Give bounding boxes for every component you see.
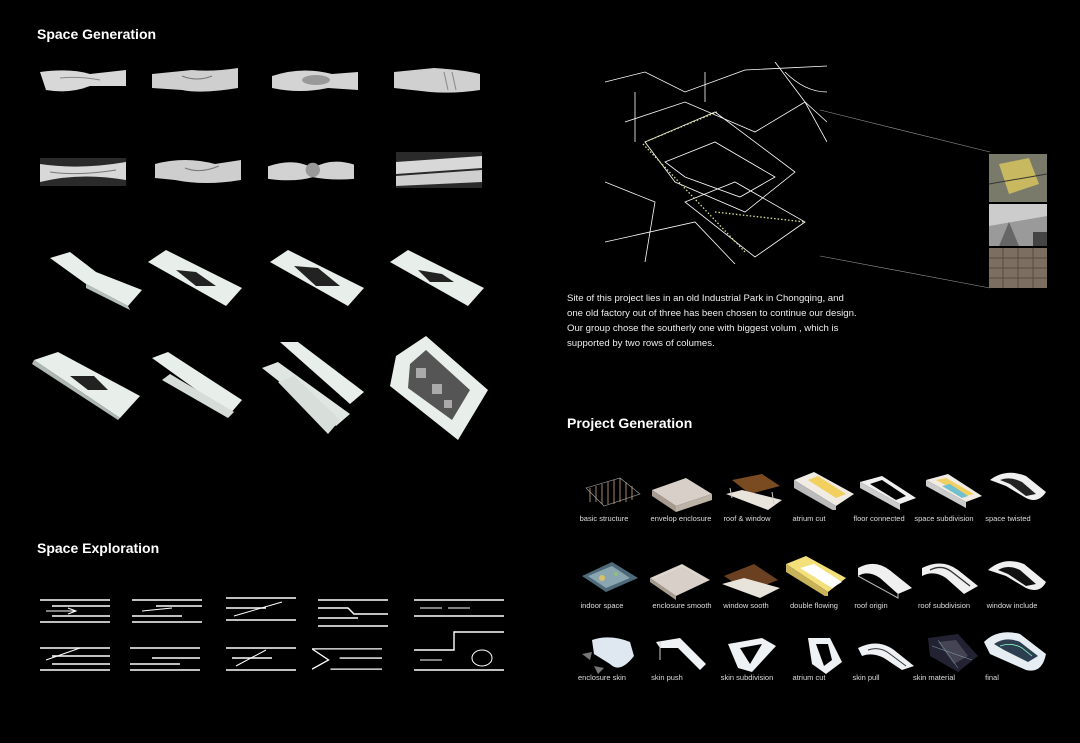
caption: floor connected	[853, 514, 905, 523]
gen-model-enclosure-smooth	[648, 560, 712, 602]
gen-model-basic-structure	[580, 472, 644, 514]
description-line: one old factory out of three has been ch…	[567, 308, 857, 319]
gen-model-space-subdivision	[922, 470, 986, 512]
caption: roof subdivision	[917, 601, 971, 610]
gen-model-atrium-cut	[792, 468, 856, 510]
exploration-diagram	[132, 596, 202, 626]
site-description: Site of this project lies in an old Indu…	[567, 291, 887, 351]
description-line: supported by two rows of columes.	[567, 338, 715, 349]
gen-model-enclosure-skin	[580, 634, 644, 676]
caption: enclosure smooth	[652, 601, 712, 610]
project-generation-title: Project Generation	[567, 415, 693, 431]
gen-model-floor-connected	[856, 472, 920, 514]
gen-model-atrium-cut-skin	[792, 634, 856, 676]
gen-model-skin-push	[650, 634, 714, 676]
caption: basic structure	[579, 514, 629, 523]
space-exploration-title: Space Exploration	[37, 540, 160, 556]
gen-model-double-flowing	[784, 554, 848, 596]
caption: atrium cut	[792, 514, 826, 523]
site-photo	[989, 248, 1047, 288]
gen-model-roof-origin	[852, 558, 916, 600]
caption: skin material	[912, 673, 956, 682]
hand-photo	[394, 64, 480, 96]
caption: atrium cut	[792, 673, 826, 682]
slab-model	[388, 248, 488, 308]
slab-model	[146, 248, 246, 308]
caption: skin subdivision	[720, 673, 774, 682]
exploration-diagram	[414, 596, 510, 626]
slab-model	[32, 350, 144, 420]
exploration-diagram	[40, 644, 110, 674]
exploration-diagram	[40, 596, 110, 626]
site-plan-map	[604, 61, 828, 265]
caption: roof & window	[723, 514, 771, 523]
slab-model	[258, 340, 368, 436]
hand-photo	[268, 152, 354, 186]
gen-model-window-include	[984, 556, 1048, 598]
hand-photo	[40, 64, 126, 96]
hand-photo	[396, 152, 482, 188]
gen-model-roof-subdivision	[918, 558, 982, 600]
caption: enclosure skin	[578, 673, 626, 682]
gen-model-skin-material	[918, 632, 982, 674]
gen-model-skin-subdivision	[722, 634, 786, 676]
caption: window sooth	[723, 601, 769, 610]
hand-photo	[152, 64, 238, 96]
caption: envelop enclosure	[650, 514, 712, 523]
site-photo	[989, 204, 1047, 246]
exploration-diagram	[318, 596, 388, 630]
gen-model-final	[982, 628, 1048, 676]
site-photo	[988, 154, 1048, 202]
caption: final	[985, 673, 999, 682]
caption: space subdivision	[914, 514, 974, 523]
slab-model	[268, 248, 368, 308]
exploration-diagram	[312, 644, 382, 674]
gen-model-roof-window	[722, 470, 786, 512]
exploration-diagram	[414, 628, 510, 678]
caption: skin pull	[852, 673, 880, 682]
exploration-diagram	[226, 594, 296, 624]
gen-model-skin-pull	[854, 634, 918, 676]
gen-model-space-twisted	[986, 468, 1050, 510]
slab-model	[150, 350, 244, 420]
gen-model-indoor-space	[578, 558, 642, 600]
caption: double flowing	[790, 601, 838, 610]
hand-photo	[272, 64, 358, 96]
caption: skin push	[651, 673, 683, 682]
final-space-model	[386, 334, 490, 442]
caption: space twisted	[985, 514, 1031, 523]
gen-model-window-sooth	[718, 558, 782, 600]
caption: window include	[986, 601, 1038, 610]
slab-model	[46, 250, 146, 310]
gen-model-envelop-enclosure	[650, 474, 714, 516]
caption: indoor space	[580, 601, 624, 610]
hand-photo	[155, 150, 241, 186]
description-line: Site of this project lies in an old Indu…	[567, 293, 844, 304]
exploration-diagram	[226, 644, 296, 674]
hand-photo	[40, 158, 126, 186]
caption: roof origin	[854, 601, 888, 610]
leader-lines	[820, 109, 991, 289]
description-line: Our group chose the southerly one with b…	[567, 323, 839, 334]
exploration-diagram	[130, 644, 200, 674]
space-generation-title: Space Generation	[37, 26, 157, 42]
